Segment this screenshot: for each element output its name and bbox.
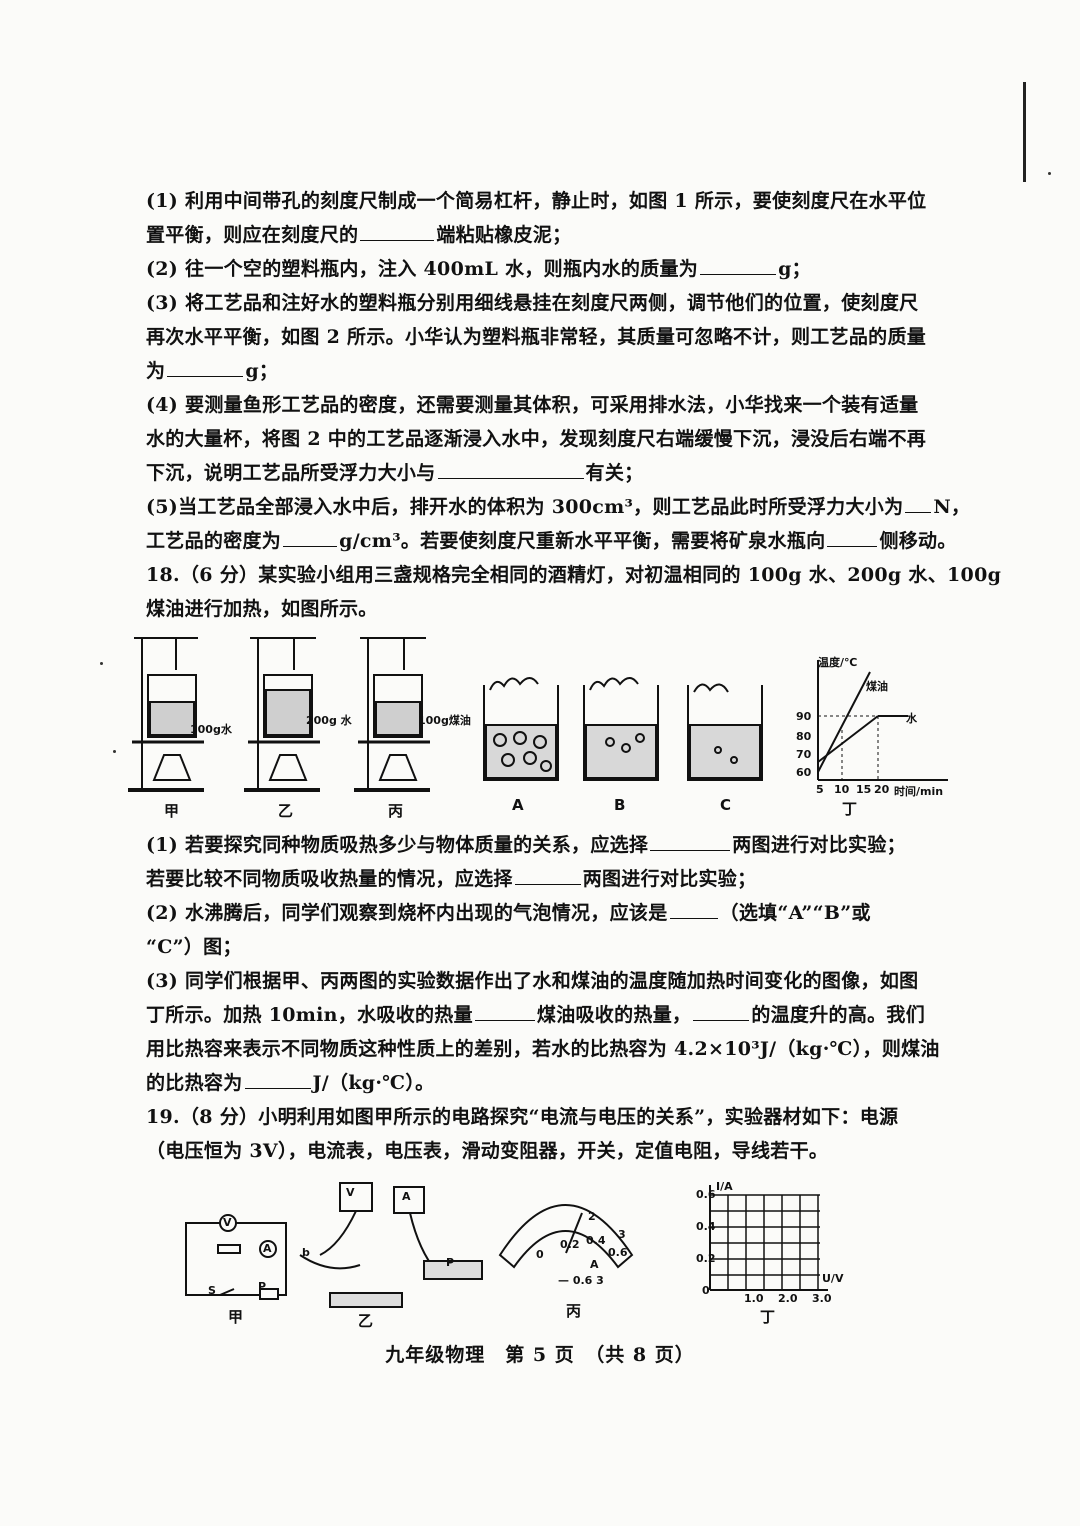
switch-label: S [208,1284,216,1297]
meter-bottom-tick: 0.2 [560,1238,580,1251]
scan-dot [100,662,103,665]
water-line [817,715,879,763]
q19-stem-line1: 19.（8 分）小明利用如图甲所示的电路探究“电流与电压的关系”，实验器材如下：… [146,1106,899,1128]
beaker-C [687,683,763,781]
ammeter-label: A [263,1242,272,1255]
q17-p5-line1: (5)当工艺品全部浸入水中后，排开水的体积为 300cm³，则工艺品此时所受浮力… [146,496,971,518]
graph-xtick: 10 [834,783,850,796]
label-200g-water: 200g 水 [306,714,352,727]
caption-yi: 乙 [358,1312,374,1330]
q18-s1-line1: (1) 若要探究同种物质吸热多少与物体质量的关系，应选择两图进行对比实验； [146,834,906,856]
q17-p3-line1: (3) 将工艺品和注好水的塑料瓶分别用细线悬挂在刻度尺两侧，调节他们的位置，使刻… [146,292,919,314]
meter-terminals: — 0.6 3 [558,1274,604,1287]
ig-grid-ding [709,1185,828,1291]
graph-ytick: 60 [796,766,812,779]
ammeter-bing [498,1204,634,1269]
scan-dot [1048,172,1051,175]
beaker-A [483,677,559,781]
graph-ylabel: 温度/℃ [818,656,858,669]
ig-ytick: 0.4 [696,1220,716,1233]
caption-jia: 甲 [164,802,180,820]
apparatus-yi [299,1182,483,1308]
graph-ytick: 70 [796,748,812,761]
ig-xtick: 2.0 [778,1292,798,1305]
graph-xtick: 5 [816,783,824,796]
yi-slider-label: P [446,1256,455,1269]
q17-p4-line1: (4) 要测量鱼形工艺品的密度，还需要测量其体积，可采用排水法，小华找来一个装有… [146,394,919,416]
yi-voltmeter-label: V [346,1186,355,1199]
meter-bottom-tick: 0 [536,1248,544,1261]
caption-jia: 甲 [228,1308,244,1326]
ig-ylabel: I/A [716,1180,733,1193]
q17-p1-line1: (1) 利用中间带孔的刻度尺制成一个简易杠杆，静止时，如图 1 所示，要使刻度尺… [146,190,927,212]
q18-s2-line1: (2) 水沸腾后，同学们观察到烧杯内出现的气泡情况，应该是（选填“A”“B”或 [146,902,871,924]
graph-xtick: 20 [874,783,890,796]
terminal-b-label: b [302,1246,310,1259]
q18-stem-line2: 煤油进行加热，如图所示。 [146,598,378,620]
ig-xtick: 1.0 [744,1292,764,1305]
stand-bing [354,637,430,792]
circuit-jia [185,1214,287,1300]
caption-C: C [720,796,732,814]
q18-s1-line2: 若要比较不同物质吸收热量的情况，应选择两图进行对比实验； [146,868,757,890]
ig-ytick: 0 [702,1284,710,1297]
slider-label: P [258,1280,267,1293]
caption-bing: 丙 [566,1302,582,1320]
caption-yi: 乙 [278,802,294,820]
q19-stem-line2: （电压恒为 3V），电流表，电压表，滑动变阻器，开关，定值电阻，导线若干。 [146,1140,829,1162]
caption-B: B [614,796,626,814]
caption-ding: 丁 [760,1308,776,1326]
label-100g-oil: 100g煤油 [418,714,471,727]
ig-xtick: 3.0 [812,1292,832,1305]
q17-text: (1) 利用中间带孔的刻度尺制成一个简易杠杆，静止时，如图 1 所示，要使刻度尺… [146,184,971,558]
q18-figure [128,637,948,792]
graph-ytick: 90 [796,710,812,723]
caption-A: A [512,796,524,814]
ig-xlabel: U/V [822,1272,844,1285]
ig-ytick: 0.2 [696,1252,716,1265]
q18-s2-line2: “C”）图； [146,936,242,958]
label-100g-water: 100g水 [190,723,232,736]
meter-bottom-tick: 0.6 [608,1246,628,1259]
scan-edge-mark [1023,82,1026,182]
caption-bing: 丙 [388,802,404,820]
q17-p4-line2: 水的大量杯，将图 2 中的工艺品逐渐浸入水中，发现刻度尺右端缓慢下沉，浸没后右端… [146,428,927,450]
meter-top-tick: 2 [588,1210,596,1223]
graph-oil-label: 煤油 [866,680,888,693]
yi-ammeter-label: A [402,1190,411,1203]
voltmeter-label: V [223,1216,232,1229]
meter-unit: A [590,1258,599,1271]
meter-bottom-tick: 0.4 [586,1234,606,1247]
q18-text: (1) 若要探究同种物质吸热多少与物体质量的关系，应选择两图进行对比实验； 若要… [146,828,940,1100]
q18-stem-line1: 18.（6 分）某实验小组用三盏规格完全相同的酒精灯，对初温相同的 100g 水… [146,564,1002,586]
graph-water-label: 水 [906,712,917,725]
q17-p1-line2: 置平衡，则应在刻度尺的端粘贴橡皮泥； [146,224,572,246]
q17-p3-line2: 再次水平平衡，如图 2 所示。小华认为塑料瓶非常轻，其质量可忽略不计，则工艺品的… [146,326,927,348]
q18-s3-line2: 丁所示。加热 10min，水吸收的热量煤油吸收的热量，的温度升的高。我们 [146,1004,926,1026]
q19-figure [185,1182,828,1308]
page-footer: 九年级物理 第 5 页 （共 8 页） [385,1344,695,1366]
q18-stem: 18.（6 分）某实验小组用三盏规格完全相同的酒精灯，对初温相同的 100g 水… [146,558,1002,626]
caption-ding: 丁 [842,800,858,818]
graph-ytick: 80 [796,730,812,743]
q18-s3-line3: 用比热容来表示不同物质这种性质上的差别，若水的比热容为 4.2×10³J/（kg… [146,1038,940,1060]
q17-p4-line3: 下沉，说明工艺品所受浮力大小与有关； [146,462,644,484]
graph-xlabel: 时间/min [894,785,944,798]
ig-ytick: 0.6 [696,1188,716,1201]
stand-yi [244,637,320,792]
q18-s3-line1: (3) 同学们根据甲、丙两图的实验数据作出了水和煤油的温度随加热时间变化的图像，… [146,970,919,992]
beaker-B [583,677,659,781]
temp-graph [817,660,948,781]
graph-xtick: 15 [856,783,872,796]
stand-jia [128,637,204,792]
meter-top-tick: 3 [618,1228,626,1241]
q19-stem: 19.（8 分）小明利用如图甲所示的电路探究“电流与电压的关系”，实验器材如下：… [146,1100,926,1168]
scan-dot [113,750,116,753]
